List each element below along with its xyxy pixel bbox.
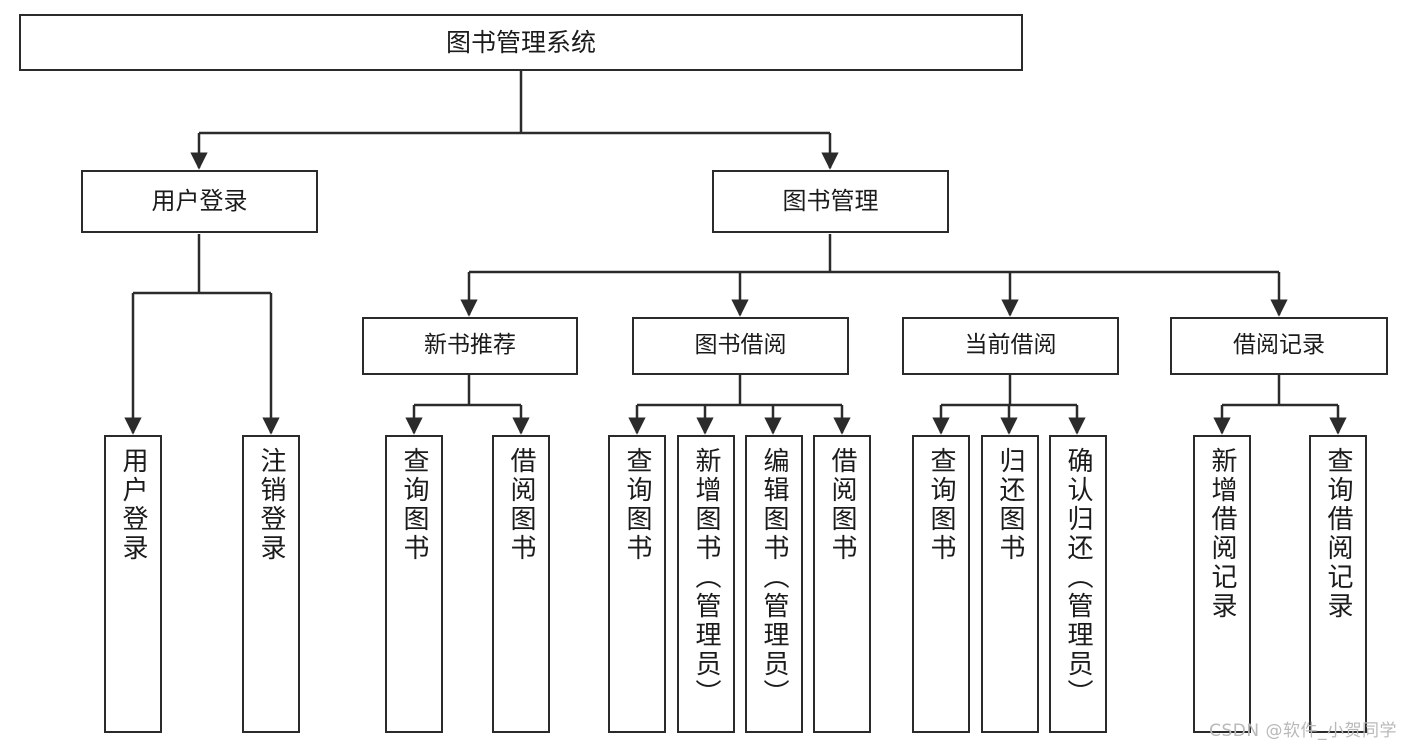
node-group-new-book-recommendation[interactable]: 新书推荐 xyxy=(362,317,578,375)
node-leaf-add-borrowing-record[interactable]: 新增借阅记录 xyxy=(1193,435,1251,733)
node-leaf-borrow-books[interactable]: 借阅图书 xyxy=(813,435,871,733)
node-label: 查询借阅记录 xyxy=(1323,447,1353,621)
node-leaf-query-books-current[interactable]: 查询图书 xyxy=(912,435,970,733)
node-label: 查询图书 xyxy=(622,447,652,563)
node-label: 用户登录 xyxy=(151,187,248,216)
node-label: 新增借阅记录 xyxy=(1207,447,1237,621)
node-group-current-borrowing[interactable]: 当前借阅 xyxy=(902,317,1119,375)
node-label: 注销登录 xyxy=(256,447,286,563)
node-label: 借阅图书 xyxy=(827,447,857,563)
node-root-book-management-system[interactable]: 图书管理系统 xyxy=(19,14,1023,71)
node-label: 图书管理 xyxy=(782,187,879,216)
node-label: 编辑图书（管理员） xyxy=(759,447,789,708)
node-group-borrowing-records[interactable]: 借阅记录 xyxy=(1170,317,1388,375)
node-label: 查询图书 xyxy=(926,447,956,563)
node-label: 图书借阅 xyxy=(694,332,787,359)
node-label: 归还图书 xyxy=(995,447,1025,563)
node-label: 确认归还（管理员） xyxy=(1063,447,1093,708)
node-leaf-query-borrowing-record[interactable]: 查询借阅记录 xyxy=(1309,435,1367,733)
node-label: 新书推荐 xyxy=(424,332,516,359)
node-branch-user-login[interactable]: 用户登录 xyxy=(81,170,318,233)
node-leaf-edit-book-admin[interactable]: 编辑图书（管理员） xyxy=(745,435,803,733)
node-leaf-confirm-return-admin[interactable]: 确认归还（管理员） xyxy=(1049,435,1107,733)
node-label: 借阅图书 xyxy=(506,447,536,563)
node-label: 新增图书（管理员） xyxy=(691,447,721,708)
node-label: 当前借阅 xyxy=(964,332,1057,359)
node-group-book-borrowing[interactable]: 图书借阅 xyxy=(632,317,849,375)
node-leaf-logout[interactable]: 注销登录 xyxy=(242,435,300,733)
node-leaf-query-books-borrow[interactable]: 查询图书 xyxy=(608,435,666,733)
node-leaf-query-books-new[interactable]: 查询图书 xyxy=(385,435,443,733)
node-leaf-return-books[interactable]: 归还图书 xyxy=(981,435,1039,733)
node-label: 查询图书 xyxy=(399,447,429,563)
node-label: 用户登录 xyxy=(118,447,148,563)
node-branch-book-management[interactable]: 图书管理 xyxy=(712,170,949,233)
node-leaf-add-book-admin[interactable]: 新增图书（管理员） xyxy=(677,435,735,733)
node-leaf-borrow-books-new[interactable]: 借阅图书 xyxy=(492,435,550,733)
watermark-text: CSDN @软件_小贺同学 xyxy=(1209,721,1397,741)
node-label: 借阅记录 xyxy=(1233,332,1325,359)
node-label: 图书管理系统 xyxy=(445,27,596,57)
node-leaf-user-login[interactable]: 用户登录 xyxy=(104,435,162,733)
